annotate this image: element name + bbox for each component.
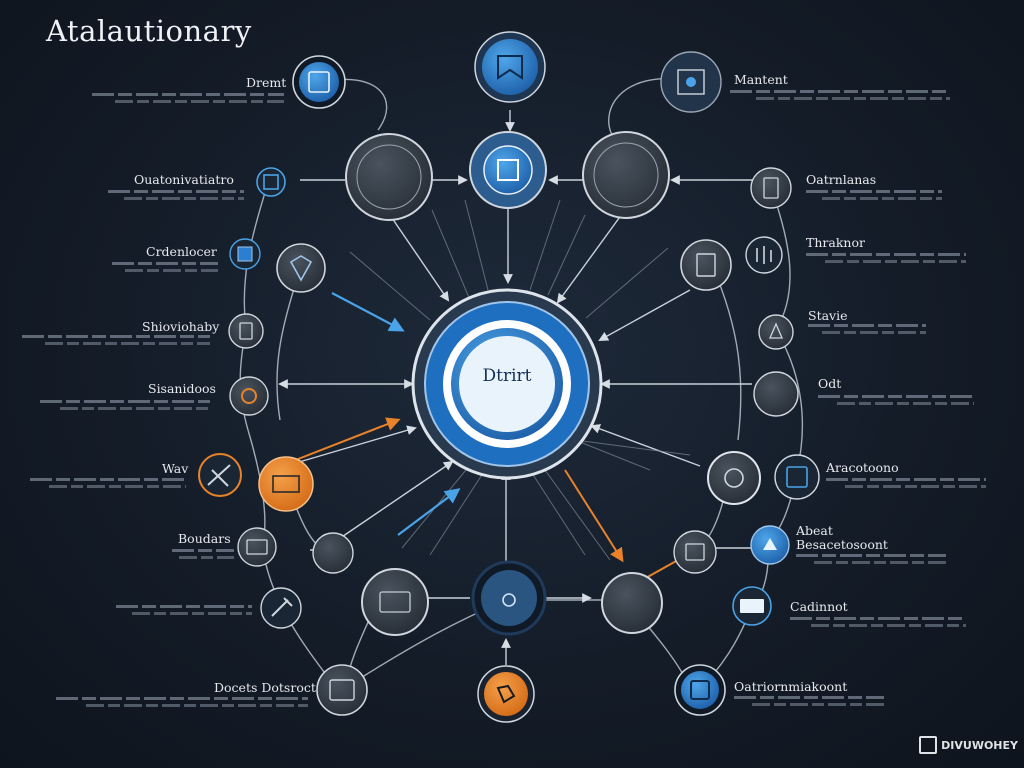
node-cadinnot[interactable] bbox=[732, 586, 772, 626]
label-wav: Wav bbox=[162, 461, 189, 476]
desc-odt bbox=[818, 393, 974, 407]
node-boudars[interactable] bbox=[237, 527, 277, 567]
node-aracotoono[interactable] bbox=[774, 454, 820, 500]
brand-mark: DIVUWOHEY bbox=[919, 736, 1018, 754]
node-oatrnlanas[interactable] bbox=[750, 167, 792, 209]
label-stavie: Stavie bbox=[808, 308, 848, 323]
hub-top-blue[interactable] bbox=[469, 131, 547, 209]
hub-bottom-center[interactable] bbox=[471, 560, 547, 636]
brand-logo-icon bbox=[919, 736, 938, 754]
label-oatriornmiakoont: Oatriornmiakoont bbox=[734, 679, 848, 694]
center-label: Dtrirt bbox=[482, 366, 532, 386]
label-thraknor: Thraknor bbox=[806, 235, 865, 250]
desc-ouatonivatiatro bbox=[108, 188, 245, 202]
label-odt: Odt bbox=[818, 376, 842, 391]
label-abeat: Abeat bbox=[796, 523, 833, 538]
desc-boudars bbox=[172, 547, 234, 561]
label-docets-dotsroct: Docets Dotsroct bbox=[214, 680, 316, 695]
node-docets-dotsroct[interactable] bbox=[316, 664, 368, 716]
label-dremt: Dremt bbox=[246, 75, 287, 90]
hub-bottom-right[interactable] bbox=[601, 572, 663, 634]
desc-mantent bbox=[730, 88, 950, 102]
node-crdenlocer[interactable] bbox=[229, 238, 261, 270]
node-diamond[interactable] bbox=[276, 243, 326, 293]
hub-top-blue-small[interactable] bbox=[474, 31, 546, 103]
desc-oatriornmiakoont bbox=[734, 694, 884, 708]
node-doc-right[interactable] bbox=[680, 239, 732, 291]
label-shioviohaby: Shioviohaby bbox=[142, 319, 220, 334]
node-mantent[interactable] bbox=[660, 51, 722, 113]
node-thraknor[interactable] bbox=[745, 236, 783, 274]
blue-arrow-lower bbox=[397, 488, 461, 536]
node-gray-right-lower[interactable] bbox=[673, 530, 717, 574]
node-ouatonivatiatro[interactable] bbox=[256, 167, 286, 197]
label-sisanidoos: Sisanidoos bbox=[148, 381, 216, 396]
label-ouatonivatiatro: Ouatonivatiatro bbox=[134, 172, 234, 187]
label-crdenlocer: Crdenlocer bbox=[146, 244, 217, 259]
desc-besacetosoont bbox=[796, 552, 946, 566]
blue-arrow-upper bbox=[331, 292, 405, 332]
brand-text: DIVUWOHEY bbox=[941, 738, 1018, 752]
central-hub[interactable] bbox=[411, 288, 603, 480]
desc-aracotoono bbox=[826, 476, 986, 490]
node-gray-right-mid[interactable] bbox=[707, 451, 761, 505]
hub-bottom-left[interactable] bbox=[361, 568, 429, 636]
desc-hammer bbox=[116, 603, 253, 617]
label-cadinnot: Cadinnot bbox=[790, 599, 848, 614]
desc-crdenlocer bbox=[112, 260, 218, 274]
label-mantent: Mantent bbox=[734, 72, 788, 87]
node-oatriornmiakoont[interactable] bbox=[674, 664, 726, 716]
node-sisanidoos[interactable] bbox=[229, 376, 269, 416]
node-hammer[interactable] bbox=[260, 587, 302, 629]
hub-bottom-orange[interactable] bbox=[477, 665, 535, 723]
node-gray-small-left[interactable] bbox=[312, 532, 354, 574]
orange-arrow-right bbox=[564, 469, 624, 563]
desc-wav bbox=[30, 476, 186, 490]
desc-oatrnlanas bbox=[806, 188, 943, 202]
desc-thraknor bbox=[806, 251, 966, 265]
label-oatrnlanas: Oatrnlanas bbox=[806, 172, 877, 187]
desc-shioviohaby bbox=[22, 333, 210, 347]
desc-docets-dotsroct bbox=[56, 695, 309, 709]
hub-top-right[interactable] bbox=[582, 131, 670, 219]
node-shioviohaby[interactable] bbox=[228, 313, 264, 349]
label-besacetosoont: Besacetosoont bbox=[796, 537, 888, 552]
desc-cadinnot bbox=[790, 615, 967, 629]
hub-top-left[interactable] bbox=[345, 133, 433, 221]
label-boudars: Boudars bbox=[178, 531, 231, 546]
node-orange-square[interactable] bbox=[258, 456, 314, 512]
label-aracotoono: Aracotoono bbox=[826, 460, 899, 475]
diagram-title: Atalautionary bbox=[46, 14, 252, 48]
node-odt[interactable] bbox=[753, 371, 799, 417]
desc-sisanidoos bbox=[40, 398, 210, 412]
node-stavie[interactable] bbox=[758, 314, 794, 350]
desc-stavie bbox=[808, 322, 927, 336]
node-dremt[interactable] bbox=[292, 55, 346, 109]
node-abeat[interactable] bbox=[750, 525, 790, 565]
node-wav[interactable] bbox=[198, 453, 242, 497]
desc-dremt bbox=[92, 91, 285, 105]
